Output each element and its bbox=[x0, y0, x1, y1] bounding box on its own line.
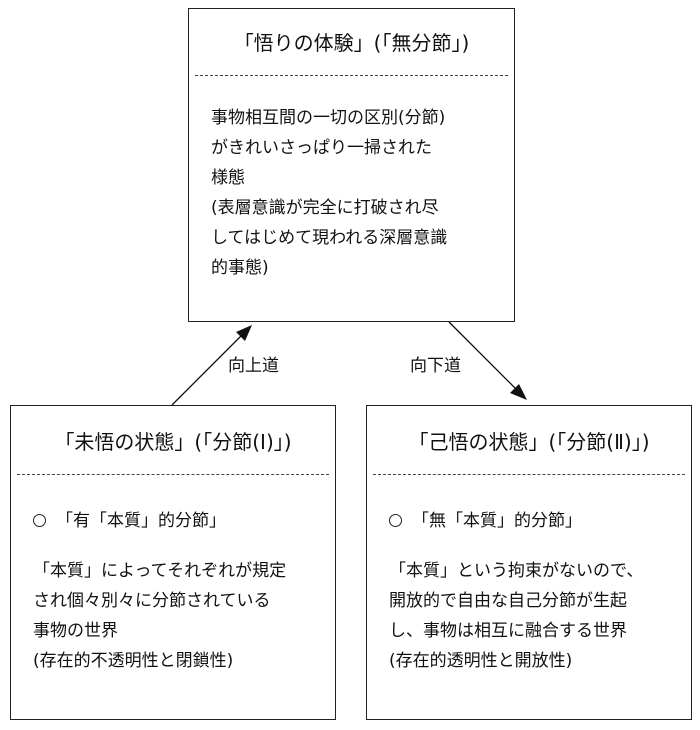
right-box-bullet-text: 「無「本質」的分節」 bbox=[412, 511, 582, 531]
left-box-line: され個々別々に分節されている bbox=[33, 591, 271, 611]
top-box-line: 的事態) bbox=[211, 258, 269, 278]
right-box-title: 「己悟の状態」(「分節(Ⅱ)」) bbox=[408, 430, 650, 454]
top-box-divider bbox=[195, 75, 508, 76]
circle-bullet-icon bbox=[33, 514, 46, 527]
left-box-line: 「本質」によってそれぞれが規定 bbox=[33, 561, 287, 581]
left-box-title: 「未悟の状態」(「分節(Ⅰ)」) bbox=[54, 430, 292, 454]
top-box-line: (表層意識が完全に打破され尽 bbox=[211, 198, 439, 218]
left-box-body: 「本質」によってそれぞれが規定 され個々別々に分節されている 事物の世界 (存在… bbox=[33, 556, 286, 676]
up-arrow bbox=[171, 325, 252, 406]
left-box-line: 事物の世界 bbox=[33, 621, 118, 641]
right-box-line: 「本質」という拘束がないので、 bbox=[389, 561, 644, 581]
up-path-label: 向上道 bbox=[228, 356, 279, 376]
circle-bullet-icon bbox=[389, 514, 402, 527]
top-box-line: してはじめて現われる深層意識 bbox=[211, 228, 448, 248]
top-box-line: 様態 bbox=[211, 168, 245, 188]
left-box-bullet-text: 「有「本質」的分節」 bbox=[56, 511, 226, 531]
right-box-body: 「本質」という拘束がないので、 開放的で自由な自己分節が生起 し、事物は相互に融… bbox=[389, 556, 643, 676]
left-box-divider bbox=[17, 474, 329, 475]
left-box: 「未悟の状態」(「分節(Ⅰ)」) 「有「本質」的分節」 「本質」によってそれぞれ… bbox=[10, 405, 336, 720]
top-box-line: がきれいさっぱり一掃された bbox=[211, 138, 432, 158]
right-box: 「己悟の状態」(「分節(Ⅱ)」) 「無「本質」的分節」 「本質」という拘束がない… bbox=[366, 405, 692, 720]
right-box-line: 開放的で自由な自己分節が生起 bbox=[389, 591, 627, 611]
left-box-line: (存在的不透明性と閉鎖性) bbox=[33, 651, 234, 671]
right-box-divider bbox=[373, 474, 685, 475]
top-box-title: 「悟りの体験」(「無分節」) bbox=[233, 31, 470, 55]
top-box: 「悟りの体験」(「無分節」) 事物相互間の一切の区別(分節) がきれいさっぱり一… bbox=[188, 8, 515, 322]
top-box-line: 事物相互間の一切の区別(分節) bbox=[211, 108, 446, 128]
right-box-bullet: 「無「本質」的分節」 bbox=[389, 509, 582, 533]
right-box-line: (存在的透明性と開放性) bbox=[389, 651, 573, 671]
down-path-label: 向下道 bbox=[410, 356, 461, 376]
top-box-body: 事物相互間の一切の区別(分節) がきれいさっぱり一掃された 様態 (表層意識が完… bbox=[211, 103, 447, 283]
right-box-line: し、事物は相互に融合する世界 bbox=[389, 621, 627, 641]
left-box-bullet: 「有「本質」的分節」 bbox=[33, 509, 226, 533]
down-arrow bbox=[448, 321, 527, 400]
